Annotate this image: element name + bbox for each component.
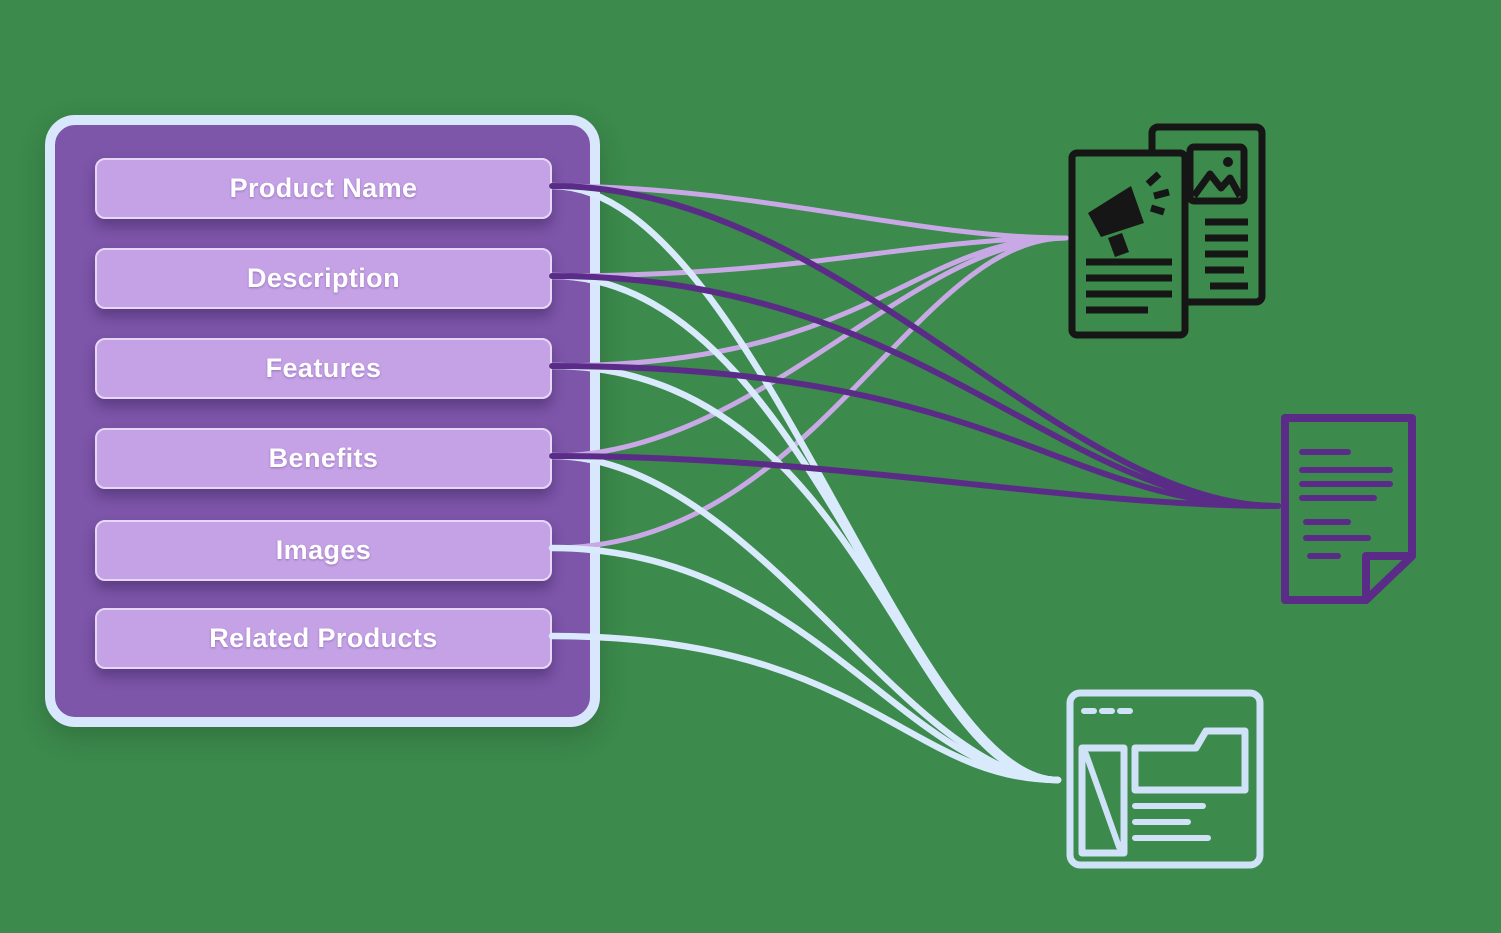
wire-benefits-to-document [549,453,1281,509]
field-features-label: Features [265,353,382,383]
field-features: Features [95,338,552,399]
field-related-products-label: Related Products [209,623,438,653]
wire-images-to-flyer [549,235,1069,551]
wire-product-name-to-flyer [549,183,1069,241]
wire-product-name-to-webpage [548,182,1062,784]
wire-description-to-document [549,273,1281,509]
field-product-name-label: Product Name [229,173,418,203]
field-benefits: Benefits [95,428,552,489]
wire-features-to-document [549,363,1281,509]
field-images-label: Images [275,535,372,565]
wire-product-name-to-document [549,183,1281,509]
wire-benefits-to-webpage [548,452,1062,784]
field-description: Description [95,248,552,309]
field-product-name: Product Name [95,158,552,219]
wire-images-to-webpage [548,544,1062,784]
wire-benefits-to-flyer [549,235,1069,459]
wire-features-to-flyer [549,235,1069,369]
marketing-flyer-icon [1068,123,1266,339]
product-document-icon [1281,414,1416,604]
wire-related-products-to-webpage [548,632,1062,784]
product-webpage-icon [1066,689,1264,869]
wire-description-to-flyer [549,235,1069,279]
field-images: Images [95,520,552,581]
connection-wires [548,182,1281,784]
wire-description-to-webpage [548,272,1062,784]
field-related-products: Related Products [95,608,552,669]
wire-features-to-webpage [548,362,1062,784]
field-description-label: Description [247,263,400,293]
field-benefits-label: Benefits [268,443,379,473]
